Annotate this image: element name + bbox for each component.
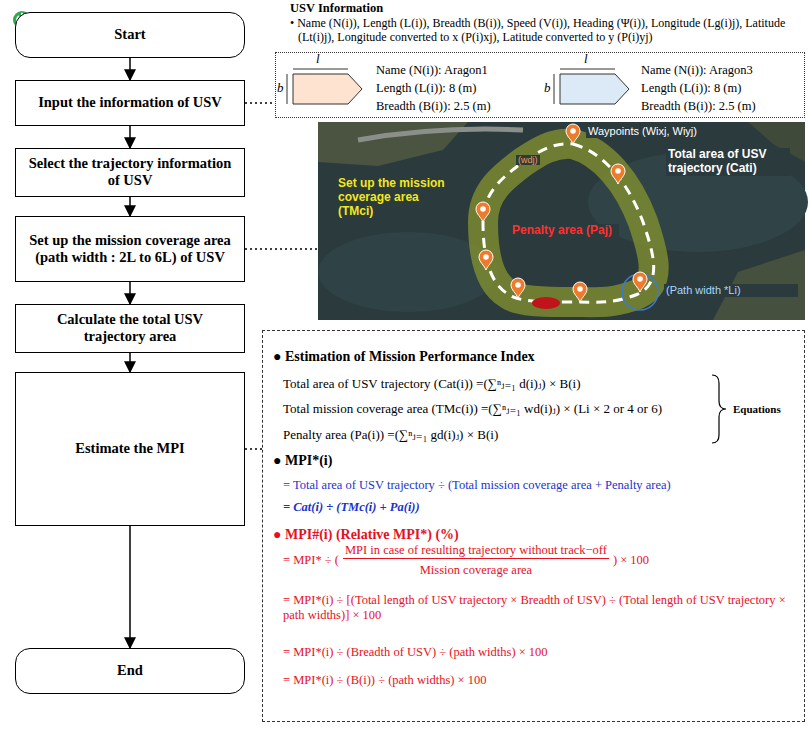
process-box: Select the trajectory information of USV: [15, 148, 245, 197]
text-label: ● MPI#(i) (Relative MPI*) (%): [273, 527, 459, 544]
process-box: Estimate the MPI: [15, 372, 245, 526]
leader-line: [245, 102, 275, 104]
text-label: = MPI*(i) ÷ (B(i)) ÷ (path widths) × 100: [283, 673, 487, 688]
step-label: Set up the mission coverage area (path w…: [26, 232, 234, 267]
process-box: Set up the mission coverage area (path w…: [15, 216, 245, 282]
text-label: Penalty area (Pa(i)) =(∑ⁿⱼ₌₁ gd(i)ⱼ) × B…: [283, 427, 498, 443]
brace: [712, 375, 726, 443]
map-panel: Waypoints (Wixj, Wiyj) (wdj) Total area of…: [318, 122, 805, 320]
text-label: = MPI* ÷ (: [283, 553, 339, 568]
text-label: (wdj): [516, 155, 540, 165]
text-label: = Cat(i) ÷ (TMc(i) + Pa(i)): [283, 500, 420, 515]
usv-info-box: Name (N(i)): Aragon1Length (L(i)): 8 (m)…: [275, 52, 805, 118]
leader-line: [245, 448, 262, 450]
text-label: ● MPI*(i): [273, 453, 332, 470]
text-label: (Path width *Li): [664, 284, 798, 297]
text-label: Name (N(i)): Aragon1: [376, 63, 488, 78]
text-label: Equations: [733, 403, 781, 416]
section-heading: USV Information: [290, 1, 383, 15]
satellite-map: [318, 122, 808, 320]
text-label: MPI in case of resulting trajectory with…: [343, 543, 609, 559]
text-label: Mission coverage area: [420, 563, 532, 578]
flow-arrow: [129, 282, 131, 304]
step-label: End: [117, 662, 143, 679]
text-label: = Total area of USV trajectory ÷ (Total …: [283, 478, 798, 493]
text-label: Penalty area (Paj): [510, 224, 619, 238]
flow-arrow: [129, 126, 131, 148]
leader-line: [245, 248, 318, 250]
formula-box: ● Estimation of Mission Performance Inde…: [262, 330, 805, 722]
flow-arrow: [129, 353, 131, 372]
terminal-box: Start: [15, 12, 245, 58]
step-label: Estimate the MPI: [75, 440, 185, 457]
text-label: Length (L(i)): 8 (m): [641, 81, 741, 96]
dimension-label: b: [544, 81, 551, 96]
dimension-label: b: [277, 81, 284, 96]
text-label: ) × 100: [613, 553, 649, 568]
process-box: Input the information of USV: [15, 80, 245, 126]
text-label: Total mission coverage area (TMc(i)) =(∑…: [283, 401, 662, 417]
text-label: Breadth (B(i)): 2.5 (m): [376, 99, 491, 114]
text-label: Total area of USV trajectory (Cati): [666, 148, 790, 176]
process-box: Calculate the total USV trajectory area: [15, 304, 245, 353]
step-label: Input the information of USV: [38, 94, 222, 111]
dimension-label: l: [316, 52, 320, 67]
step-label: Start: [114, 26, 145, 43]
text-label: Total area of USV trajectory (Cat(i)) =(…: [283, 376, 580, 392]
text-label: Waypoints (Wixj, Wiyj): [586, 125, 699, 138]
text-label: Set up the mission coverage area (TMci): [336, 177, 458, 218]
text-label: = MPI*(i) ÷ [(Total length of USV trajec…: [283, 593, 798, 623]
step-label: Select the trajectory information of USV: [26, 155, 234, 190]
terminal-box: End: [15, 648, 245, 694]
text-label: ● Estimation of Mission Performance Inde…: [273, 349, 535, 366]
text-label: Name (N(i)): Aragon3: [641, 63, 753, 78]
text-label: Breadth (B(i)): 2.5 (m): [641, 99, 756, 114]
flow-arrow: [129, 526, 131, 648]
info-text: • Name (N(i)), Length (L(i)), Breadth (B…: [290, 17, 805, 45]
dimension-label: l: [584, 52, 588, 67]
text-label: = MPI*(i) ÷ (Breadth of USV) ÷ (path wid…: [283, 645, 548, 660]
text-label: Length (L(i)): 8 (m): [376, 81, 476, 96]
flow-arrow: [129, 197, 131, 216]
step-label: Calculate the total USV trajectory area: [26, 311, 234, 346]
flow-arrow: [129, 58, 131, 80]
